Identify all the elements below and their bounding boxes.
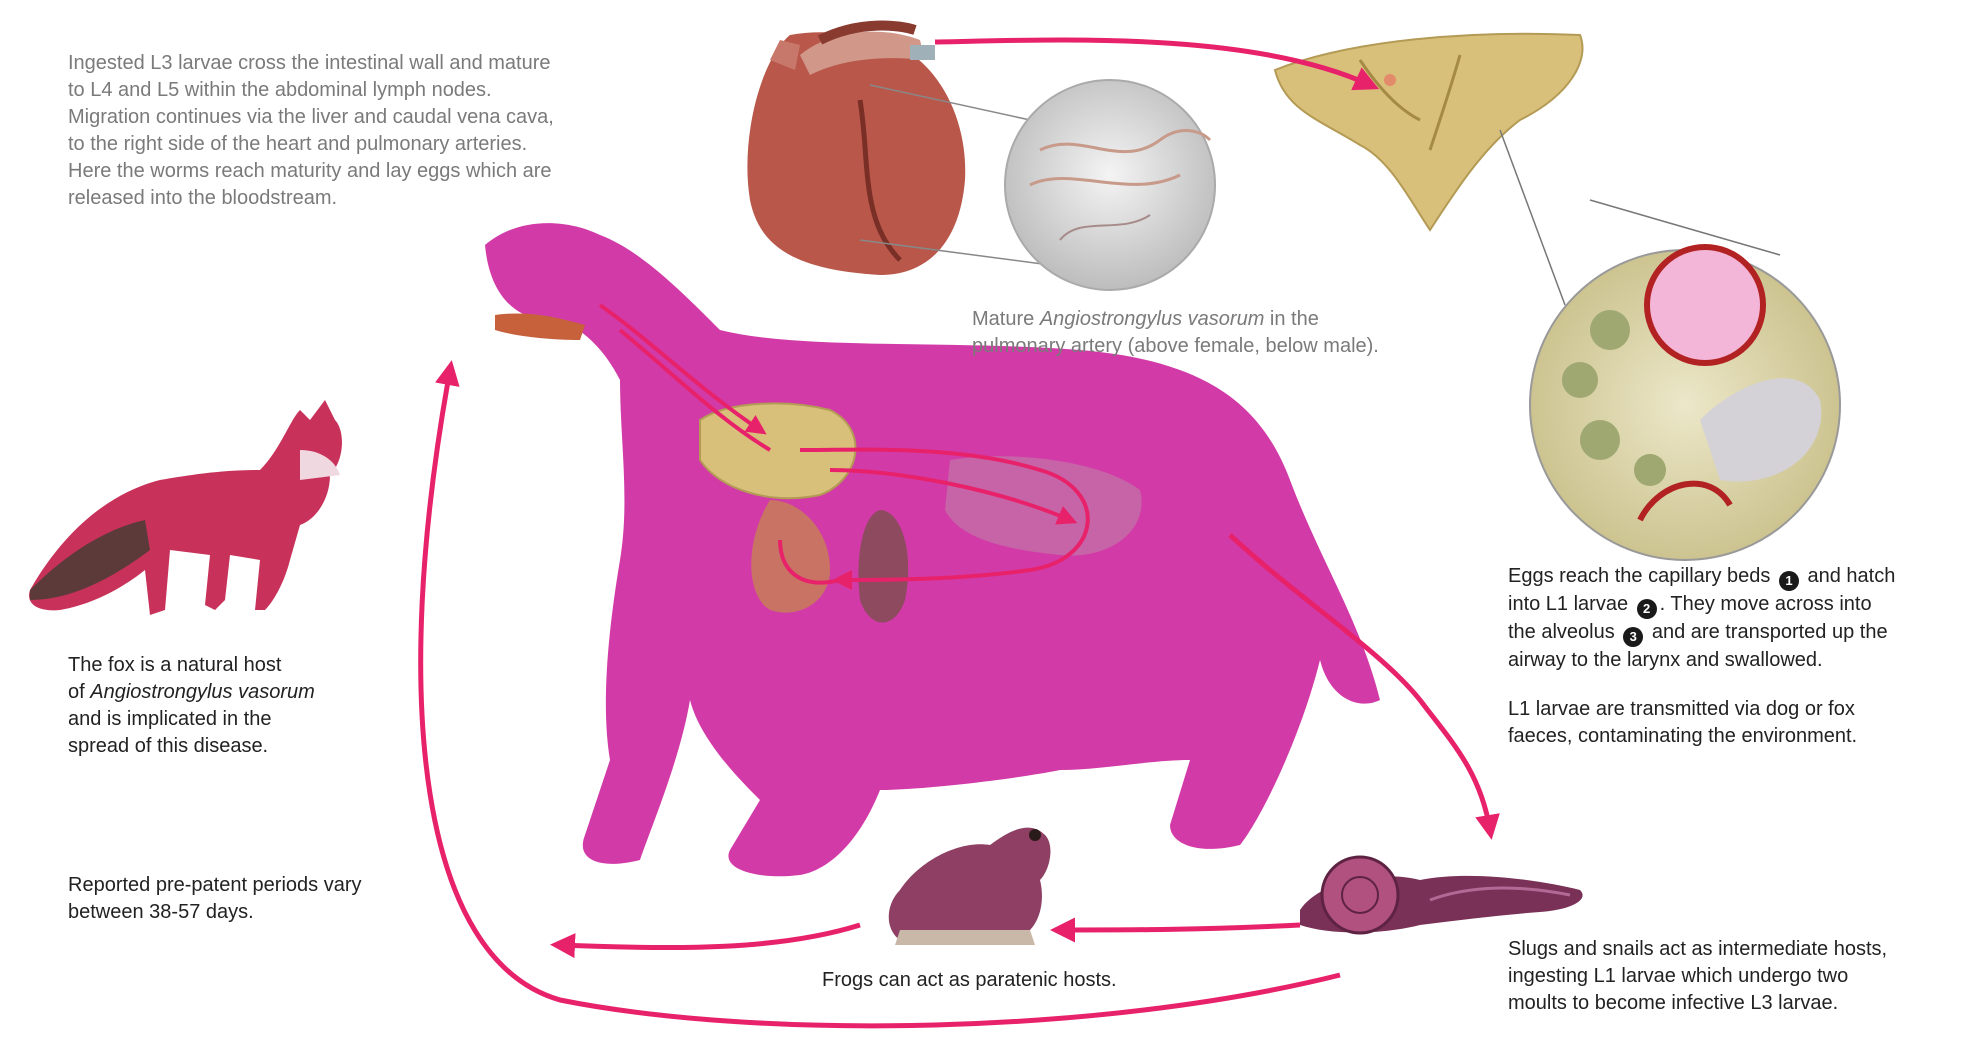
snail-illustration	[1300, 857, 1583, 933]
fox-caption: The fox is a natural host of Angiostrong…	[68, 652, 408, 760]
marker-3-icon: 3	[1623, 627, 1643, 647]
mature-species: Angiostrongylus vasorum	[1040, 308, 1265, 330]
heart-illustration	[747, 26, 965, 275]
prepatent-caption: Reported pre-patent periods vary between…	[68, 872, 488, 926]
marker-2-icon: 2	[1637, 599, 1657, 619]
fox-species: Angiostrongylus vasorum	[90, 681, 315, 703]
migration-caption: Ingested L3 larvae cross the intestinal …	[68, 50, 708, 212]
mature-prefix: Mature	[972, 308, 1040, 330]
fox-illustration	[29, 400, 342, 615]
slugs-caption: Slugs and snails act as intermediate hos…	[1508, 936, 1968, 1017]
frogs-caption: Frogs can act as paratenic hosts.	[822, 967, 1242, 994]
alveolus-magnifier	[1500, 130, 1840, 560]
transmission-caption: L1 larvae are transmitted via dog or fox…	[1508, 696, 1968, 750]
mature-worm-caption: Mature Angiostrongylus vasorum in the pu…	[972, 306, 1492, 360]
frog-illustration	[889, 828, 1051, 945]
marker-1-icon: 1	[1779, 571, 1799, 591]
lung-illustration	[1275, 34, 1583, 230]
eggs-caption: Eggs reach the capillary beds 1 and hatc…	[1508, 563, 1968, 674]
fox-suffix: and is implicated in the spread of this …	[68, 708, 271, 757]
eggs-text-a: Eggs reach the capillary beds	[1508, 565, 1776, 587]
